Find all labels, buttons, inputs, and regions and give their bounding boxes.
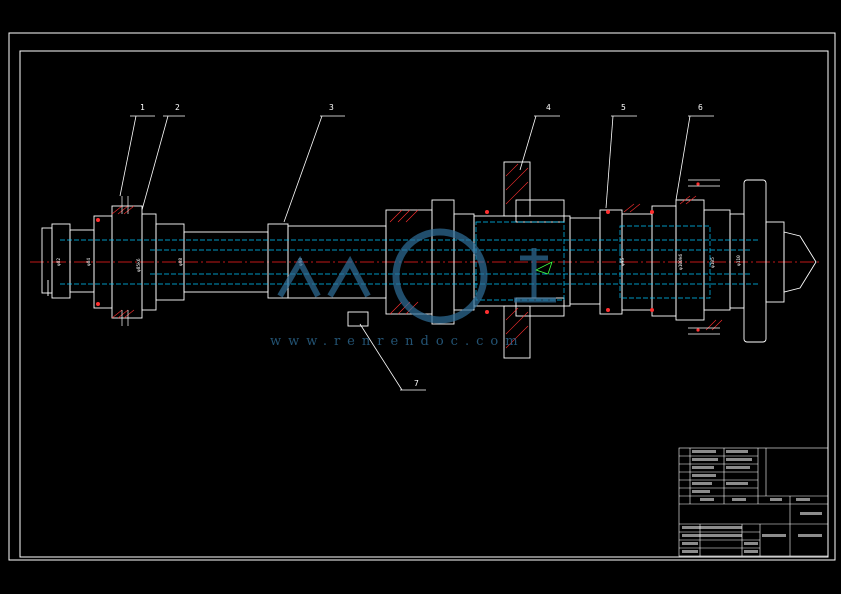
section-hatching — [111, 163, 723, 349]
sheet-outer-border — [8, 32, 836, 561]
angle-mark — [534, 261, 553, 275]
inner-bore-lines — [60, 221, 760, 301]
bolts — [121, 179, 720, 335]
leader-lines — [119, 115, 714, 391]
part-label-2: 2 — [175, 103, 180, 112]
svg-text:φ100k6: φ100k6 — [678, 253, 684, 270]
spindle-assembly — [41, 161, 817, 359]
svg-text:φ110: φ110 — [736, 255, 742, 266]
watermark-logo — [277, 228, 556, 324]
part-label-5: 5 — [621, 103, 626, 112]
part-label-3: 3 — [329, 103, 334, 112]
svg-text:φ88: φ88 — [178, 258, 184, 266]
svg-text:φ85k6: φ85k6 — [136, 258, 142, 272]
title-block — [678, 447, 829, 557]
part-label-6: 6 — [698, 103, 703, 112]
svg-text:φ105: φ105 — [710, 257, 716, 268]
part-label-4: 4 — [546, 103, 551, 112]
svg-text:φ82: φ82 — [56, 258, 62, 266]
red-bolt-ends — [96, 182, 700, 332]
part-7-block — [347, 311, 369, 327]
svg-text:φ84: φ84 — [86, 258, 92, 266]
watermark-url: www.renrendoc.com — [270, 334, 525, 349]
title-block-fill-marks — [682, 450, 822, 553]
sheet-inner-border — [19, 50, 829, 558]
part-label-1: 1 — [140, 103, 145, 112]
svg-text:φ95: φ95 — [620, 258, 626, 266]
part-label-7: 7 — [414, 379, 419, 388]
